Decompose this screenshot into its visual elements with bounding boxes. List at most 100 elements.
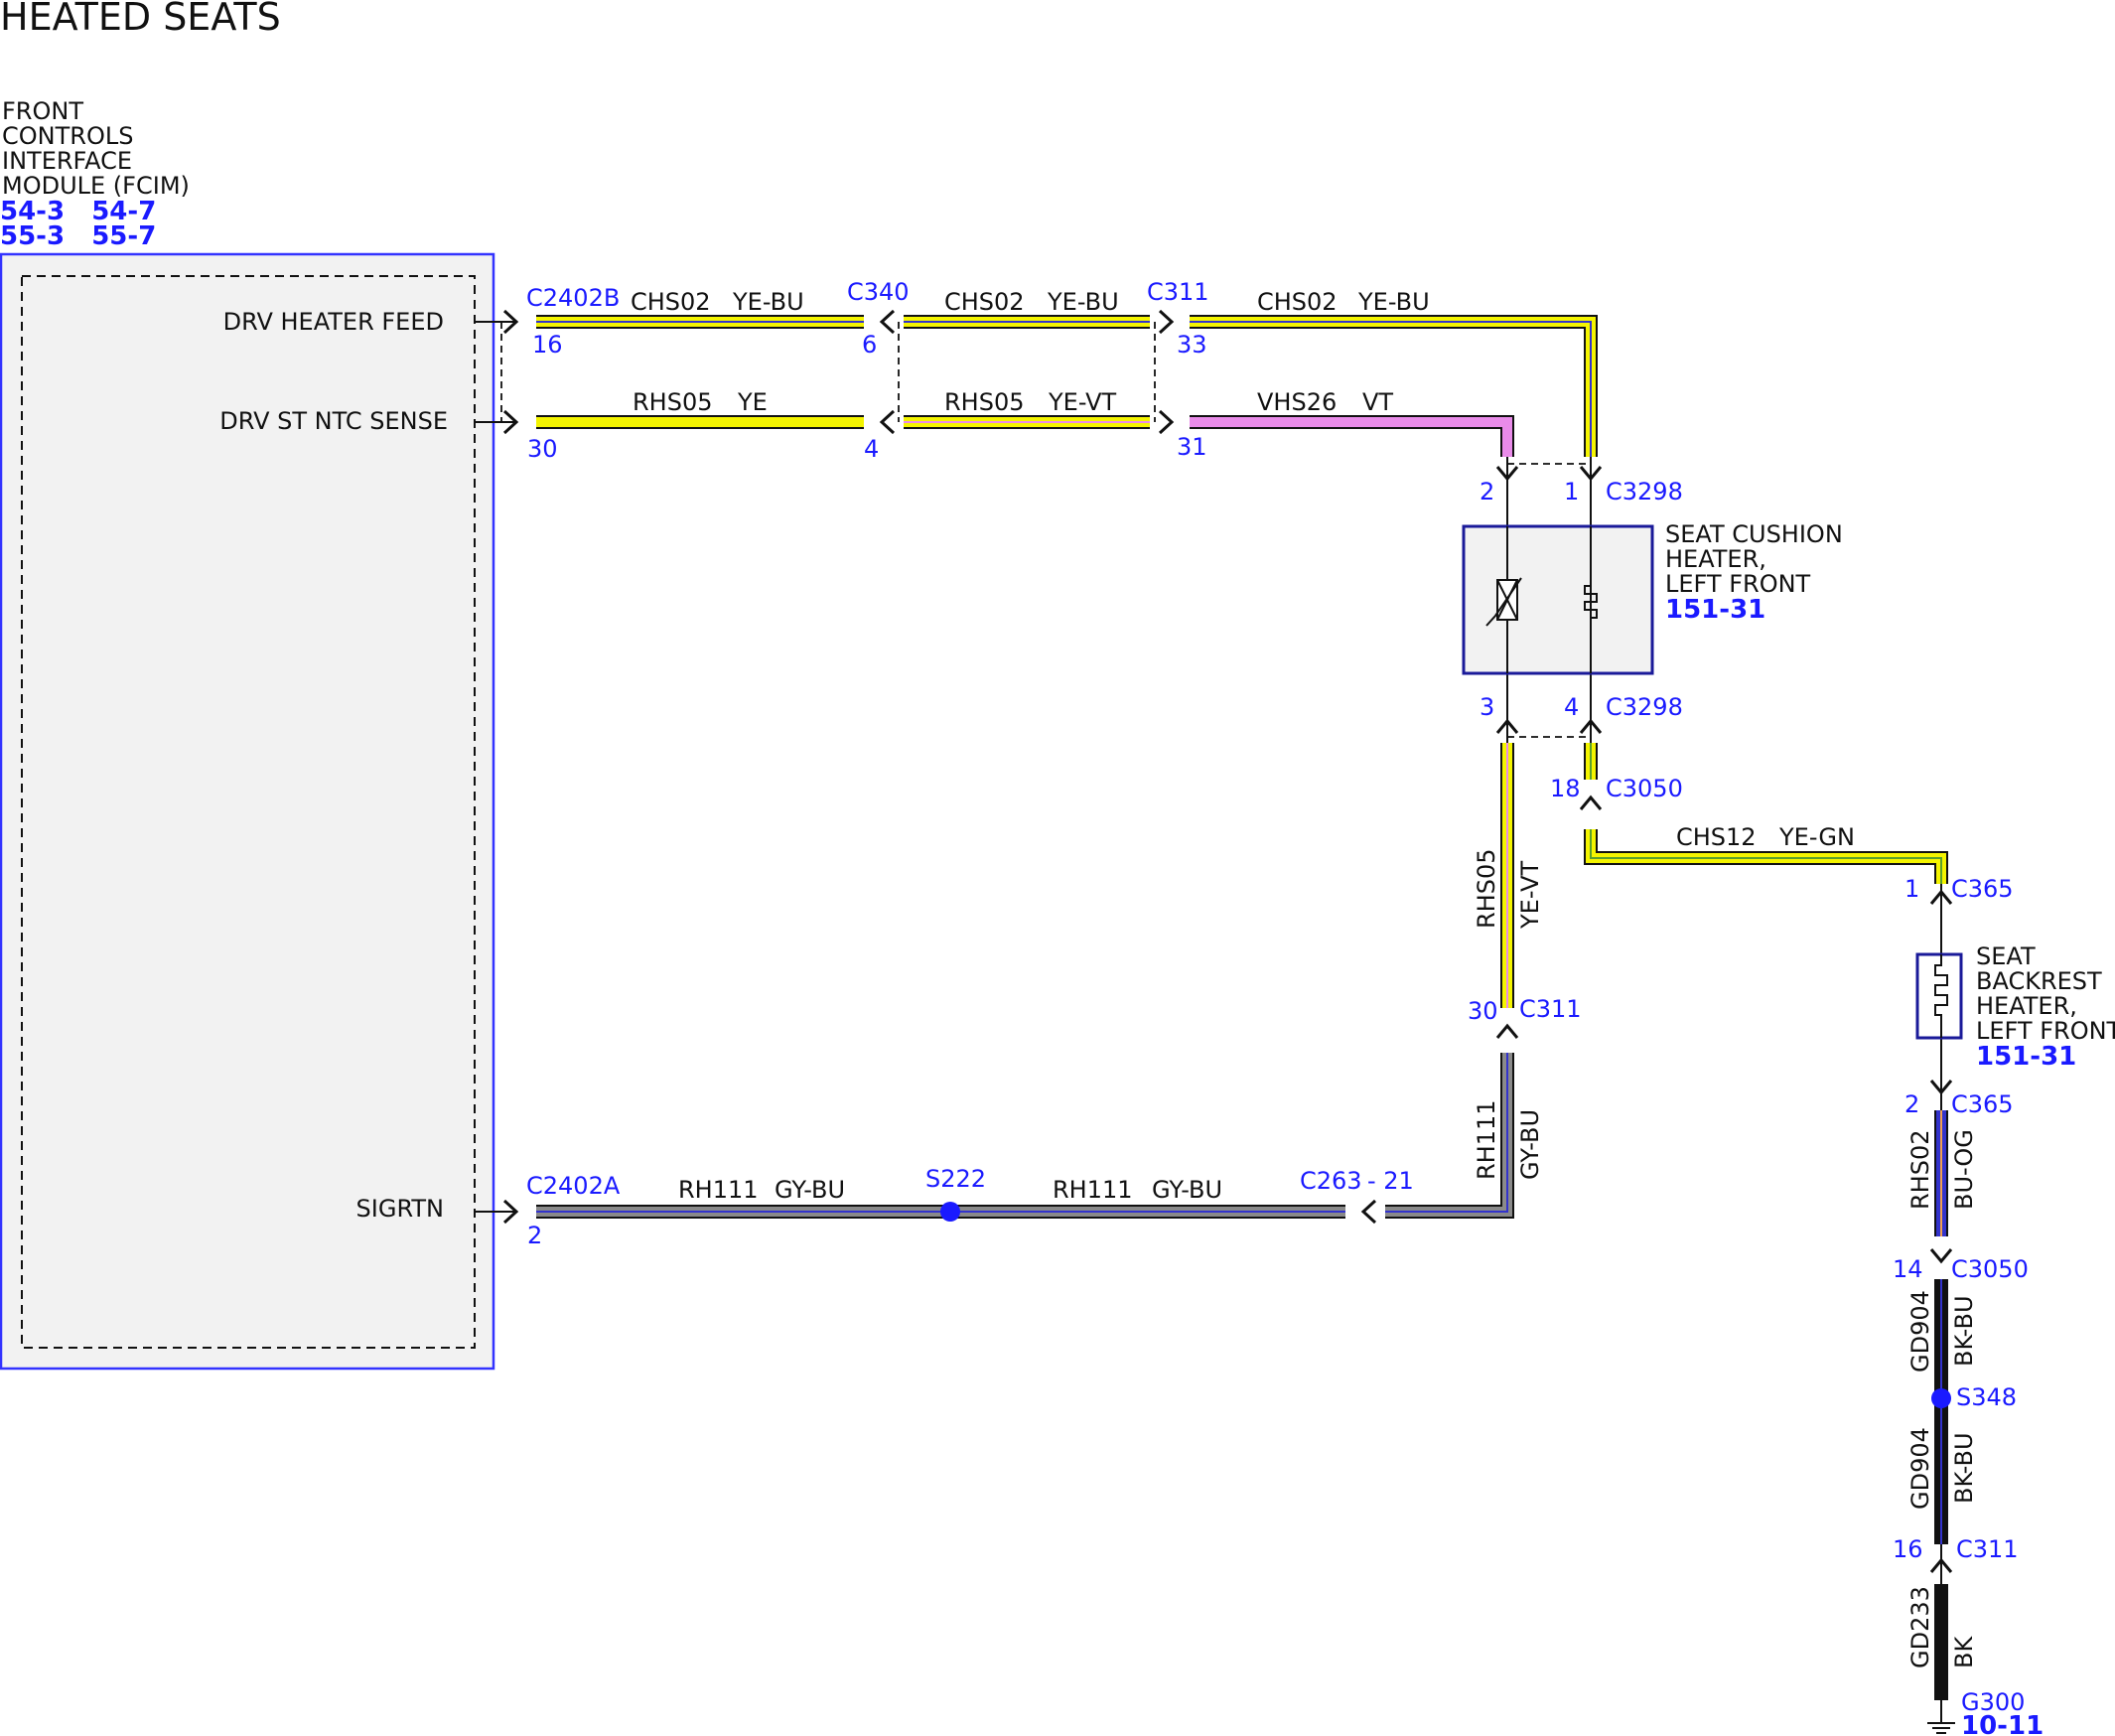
module-label: FRONT CONTROLS INTERFACE MODULE (FCIM) 5… <box>0 97 190 251</box>
label-ye-vt-vertical: YE-VT <box>1516 861 1544 930</box>
label-bk: BK <box>1950 1636 1978 1668</box>
backrest-name-line-1: SEAT <box>1976 942 2036 970</box>
seat-backrest-heater[interactable] <box>1915 952 1963 1040</box>
pin-c365-1: 1 <box>1904 875 1919 903</box>
module-name-line-4: MODULE (FCIM) <box>2 172 190 200</box>
pin-c365-2: 2 <box>1904 1090 1919 1118</box>
label-bk-bu-2: BK-BU <box>1950 1432 1978 1504</box>
label-vt: VT <box>1362 388 1393 416</box>
connector-c2402b: C2402B <box>526 284 620 312</box>
seat-cushion-heater[interactable] <box>1462 524 1654 675</box>
wire-labels-horizontal: CHS02 YE-BU CHS02 YE-BU CHS02 YE-BU RHS0… <box>631 288 1855 1204</box>
label-gd904-2: GD904 <box>1906 1427 1934 1510</box>
splice-label-s348: S348 <box>1956 1383 2017 1411</box>
pin-cushion-3: 3 <box>1480 693 1494 721</box>
label-rh111-2: RH111 <box>1053 1176 1133 1204</box>
pin-numbers: 16 6 33 30 4 31 2 1 3 4 18 30 1 2 14 16 … <box>527 331 1923 1563</box>
label-bu-og: BU-OG <box>1950 1129 1978 1210</box>
label-rhs05-2: RHS05 <box>944 388 1025 416</box>
module-name-line-1: FRONT <box>2 97 83 125</box>
wire-chs02-ye-bu[interactable] <box>536 315 1598 457</box>
pin-30: 30 <box>527 435 558 463</box>
splice-s348[interactable] <box>1931 1388 1951 1408</box>
module-ref-2[interactable]: 55-3 55-7 <box>0 221 156 251</box>
label-gd233: GD233 <box>1906 1586 1934 1668</box>
pin-4: 4 <box>864 435 879 463</box>
ground-symbol-icon <box>1927 1722 1955 1734</box>
connector-chevrons <box>502 309 1953 1573</box>
connector-c263-pin: - 21 <box>1367 1167 1414 1195</box>
label-gy-bu-vertical: GY-BU <box>1516 1109 1544 1180</box>
seat-cushion-heater-label: SEAT CUSHION HEATER, LEFT FRONT 151-31 <box>1665 520 1843 625</box>
pin-33: 33 <box>1177 331 1207 359</box>
seat-backrest-heater-label: SEAT BACKREST HEATER, LEFT FRONT 151-31 <box>1976 942 2115 1072</box>
heater-element-icon <box>1934 954 1948 1038</box>
pin-16: 16 <box>532 331 563 359</box>
label-gy-bu-1: GY-BU <box>775 1176 845 1204</box>
fcim-module <box>0 252 495 1371</box>
connector-c3298-top: C3298 <box>1606 478 1683 506</box>
ground-g300: G300 <box>1961 1688 2025 1716</box>
thermistor-icon <box>1485 577 1522 627</box>
label-ye: YE <box>737 388 768 416</box>
splice-label-s222: S222 <box>925 1165 986 1193</box>
connector-c3298-bottom: C3298 <box>1606 693 1683 721</box>
label-gy-bu-2: GY-BU <box>1152 1176 1222 1204</box>
cushion-name-line-3: LEFT FRONT <box>1665 570 1811 598</box>
backrest-name-line-4: LEFT FRONT <box>1976 1017 2115 1045</box>
connector-c365-1: C365 <box>1951 875 2014 903</box>
label-chs12: CHS12 <box>1676 823 1757 851</box>
connector-c3050-18: C3050 <box>1606 775 1683 802</box>
connector-group-outlines <box>500 322 1591 738</box>
connector-c311-30: C311 <box>1519 995 1582 1023</box>
wire-labels-vertical: RHS05 YE-VT RH111 GY-BU RHS02 BU-OG GD90… <box>1473 849 1978 1669</box>
splice-s222[interactable] <box>940 1202 960 1222</box>
connector-labels: C2402B C340 C311 C3298 C3298 C3050 C311 … <box>526 278 2044 1736</box>
pin-cushion-1: 1 <box>1564 478 1579 506</box>
label-bk-bu-1: BK-BU <box>1950 1295 1978 1367</box>
module-ref-1[interactable]: 54-3 54-7 <box>0 197 156 226</box>
connector-c3050-14: C3050 <box>1951 1255 2029 1283</box>
wire-chs12-ye-gn[interactable] <box>1584 743 1948 884</box>
backrest-name-line-3: HEATER, <box>1976 992 2077 1020</box>
label-rh111-1: RH111 <box>678 1176 759 1204</box>
pin-6: 6 <box>862 331 877 359</box>
label-rhs05-1: RHS05 <box>633 388 713 416</box>
pin-c3050-18: 18 <box>1550 775 1581 802</box>
connector-c365-2: C365 <box>1951 1090 2014 1118</box>
pin-label-sigrtn: SIGRTN <box>356 1195 444 1223</box>
ground-ref[interactable]: 10-11 <box>1961 1711 2044 1736</box>
label-ye-bu-3: YE-BU <box>1357 288 1430 316</box>
module-name-line-3: INTERFACE <box>2 147 132 175</box>
label-rhs02: RHS02 <box>1906 1130 1934 1211</box>
label-ye-bu-1: YE-BU <box>732 288 804 316</box>
label-rh111-vertical: RH111 <box>1473 1099 1500 1180</box>
module-name-line-2: CONTROLS <box>2 122 133 150</box>
pin-cushion-4: 4 <box>1564 693 1579 721</box>
label-chs02-3: CHS02 <box>1257 288 1338 316</box>
diagram-title: HEATED SEATS <box>0 0 281 39</box>
pin-31: 31 <box>1177 433 1207 461</box>
backrest-name-line-2: BACKREST <box>1976 967 2102 995</box>
pin-cushion-2: 2 <box>1480 478 1494 506</box>
connector-c340: C340 <box>847 278 910 306</box>
pin-c311-16: 16 <box>1893 1535 1923 1563</box>
heater-element-icon <box>1584 581 1598 623</box>
label-chs02-2: CHS02 <box>944 288 1025 316</box>
cushion-ref[interactable]: 151-31 <box>1665 595 1765 625</box>
pin-c311-30: 30 <box>1468 997 1498 1025</box>
pin-label-drv-heater-feed: DRV HEATER FEED <box>223 308 444 336</box>
connector-c311-16: C311 <box>1956 1535 2019 1563</box>
pin-label-drv-st-ntc-sense: DRV ST NTC SENSE <box>219 407 448 435</box>
pin-sigrtn-2: 2 <box>527 1222 542 1249</box>
cushion-name-line-2: HEATER, <box>1665 545 1766 573</box>
wire-vhs26-vt[interactable] <box>1190 415 1514 457</box>
connector-c2402a: C2402A <box>526 1172 621 1200</box>
label-ye-gn: YE-GN <box>1778 823 1855 851</box>
label-vhs26: VHS26 <box>1257 388 1337 416</box>
backrest-ref[interactable]: 151-31 <box>1976 1042 2076 1072</box>
label-ye-bu-2: YE-BU <box>1047 288 1119 316</box>
label-chs02-1: CHS02 <box>631 288 711 316</box>
label-gd904-1: GD904 <box>1906 1290 1934 1373</box>
